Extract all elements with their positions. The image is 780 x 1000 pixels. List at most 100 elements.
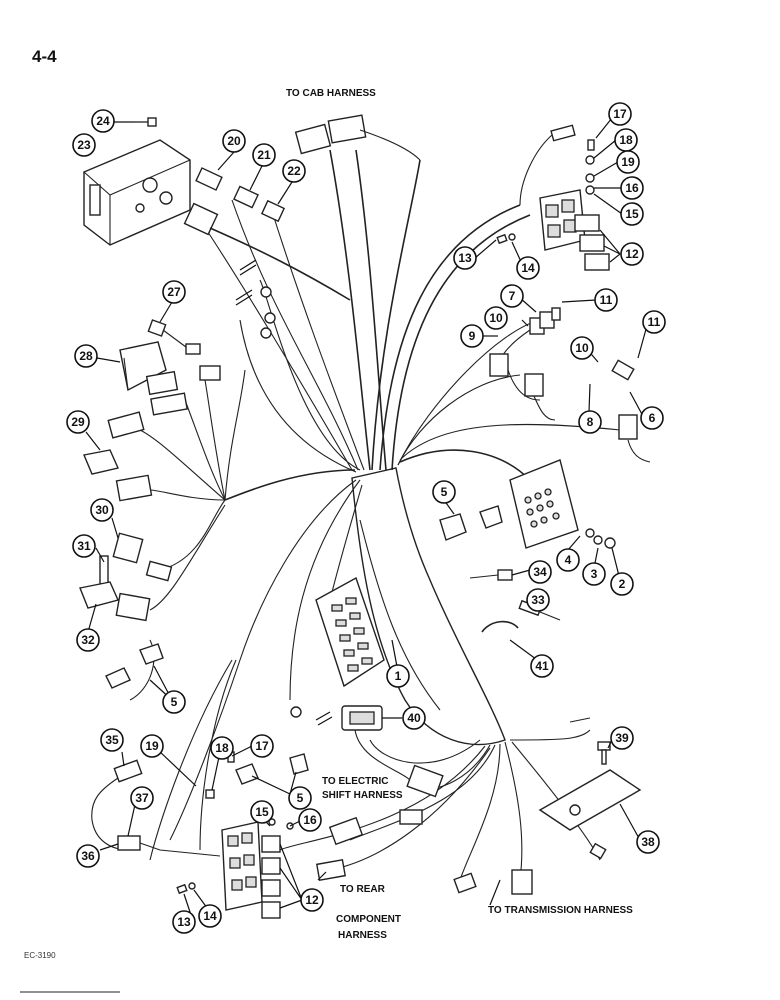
- svg-text:41: 41: [535, 659, 549, 673]
- svg-text:14: 14: [521, 261, 535, 275]
- label-to-electric-shift-1: TO ELECTRIC: [322, 776, 388, 787]
- large-round-connector: [183, 202, 351, 301]
- callout-13-bottom: 13: [172, 910, 196, 934]
- part-40-switch: [341, 705, 411, 781]
- svg-text:16: 16: [625, 181, 639, 195]
- callout-24: 24: [91, 109, 115, 133]
- svg-text:34: 34: [533, 565, 547, 579]
- callout-18-bottom: 18: [210, 736, 234, 760]
- svg-text:29: 29: [71, 415, 85, 429]
- part-5-clips-left: [105, 643, 164, 689]
- part-34-sensor: [469, 569, 513, 581]
- part-24-screw: [135, 117, 157, 127]
- callout-35: 35: [100, 728, 124, 752]
- callout-15-top: 15: [620, 202, 644, 226]
- svg-text:5: 5: [171, 695, 178, 709]
- part-relay-block-top: [539, 189, 610, 271]
- part-23-module-box: [83, 139, 191, 246]
- callout-13-top: 13: [453, 246, 477, 270]
- svg-text:6: 6: [649, 411, 656, 425]
- svg-text:1: 1: [395, 669, 402, 683]
- svg-text:39: 39: [615, 731, 629, 745]
- callout-18-top: 18: [614, 128, 638, 152]
- svg-text:28: 28: [79, 349, 93, 363]
- svg-text:12: 12: [625, 247, 639, 261]
- svg-text:5: 5: [297, 791, 304, 805]
- callout-12-bottom: 12: [300, 888, 324, 912]
- label-to-cab-harness: TO CAB HARNESS: [286, 88, 376, 99]
- label-to-rear-1: TO REAR: [340, 884, 386, 895]
- ring-terminals-upper: [235, 259, 276, 339]
- part-41-strap: [481, 620, 519, 633]
- svg-text:31: 31: [77, 539, 91, 553]
- svg-text:18: 18: [619, 133, 633, 147]
- callout-15-bottom: 15: [250, 800, 274, 824]
- svg-text:2: 2: [619, 577, 626, 591]
- part-21-plug: [233, 185, 259, 209]
- part-20-plug: [195, 167, 223, 191]
- callout-33: 33: [526, 588, 550, 612]
- part-7-switch: [499, 307, 561, 361]
- part-28-relay: [119, 341, 167, 392]
- svg-text:13: 13: [458, 251, 472, 265]
- svg-text:9: 9: [469, 329, 476, 343]
- svg-text:30: 30: [95, 503, 109, 517]
- svg-text:38: 38: [641, 835, 655, 849]
- part-relay-block-bottom: [221, 821, 281, 919]
- callout-37: 37: [130, 786, 154, 810]
- svg-text:32: 32: [81, 633, 95, 647]
- callout-31: 31: [72, 534, 96, 558]
- svg-text:20: 20: [227, 134, 241, 148]
- svg-text:10: 10: [489, 311, 503, 325]
- left-connectors-group: [107, 365, 221, 502]
- callout-39: 39: [610, 726, 634, 750]
- callout-14-bottom: 14: [198, 904, 222, 928]
- part-39-bolt: [597, 741, 611, 765]
- part-connector-9: [489, 353, 556, 421]
- page-number: 4-4: [32, 47, 57, 66]
- callout-21: 21: [252, 143, 276, 167]
- callout-22: 22: [282, 159, 306, 183]
- rear-component-connectors: [315, 816, 364, 881]
- callout-11-mid: 11: [594, 288, 618, 312]
- callout-11-right: 11: [642, 310, 666, 334]
- callout-3: 3: [582, 562, 606, 586]
- svg-text:37: 37: [135, 791, 149, 805]
- svg-text:8: 8: [587, 415, 594, 429]
- svg-text:40: 40: [407, 711, 421, 725]
- svg-text:33: 33: [531, 593, 545, 607]
- callout-10-mid: 10: [484, 306, 508, 330]
- callout-32: 32: [76, 628, 100, 652]
- part-large-connector: [509, 459, 579, 549]
- transmission-connectors: [453, 869, 533, 895]
- electric-shift-connector: [399, 764, 444, 825]
- callout-1: 1: [386, 664, 410, 688]
- label-to-electric-shift-2: SHIFT HARNESS: [322, 790, 403, 801]
- small-terminal-right: [569, 717, 607, 860]
- svg-text:11: 11: [648, 315, 661, 329]
- part-29-switch: [83, 449, 119, 475]
- part-22-plug: [260, 199, 286, 223]
- callout-34: 34: [528, 560, 552, 584]
- callout-27: 27: [162, 280, 186, 304]
- callout-16-bottom: 16: [298, 808, 322, 832]
- callout-19-top: 19: [616, 150, 640, 174]
- callout-38: 38: [636, 830, 660, 854]
- callout-14-top: 14: [516, 256, 540, 280]
- callout-36: 36: [76, 844, 100, 868]
- part-38-bracket: [538, 769, 642, 831]
- callout-28: 28: [74, 344, 98, 368]
- svg-text:12: 12: [305, 893, 319, 907]
- callout-41: 41: [530, 654, 554, 678]
- callout-10-right: 10: [570, 336, 594, 360]
- callout-2: 2: [610, 572, 634, 596]
- callout-16-top: 16: [620, 176, 644, 200]
- callout-29: 29: [66, 410, 90, 434]
- fasteners-13-14-upper: [496, 233, 516, 245]
- svg-text:15: 15: [255, 805, 269, 819]
- callout-20: 20: [222, 129, 246, 153]
- svg-text:11: 11: [600, 293, 613, 307]
- part-31-switch: [99, 555, 109, 585]
